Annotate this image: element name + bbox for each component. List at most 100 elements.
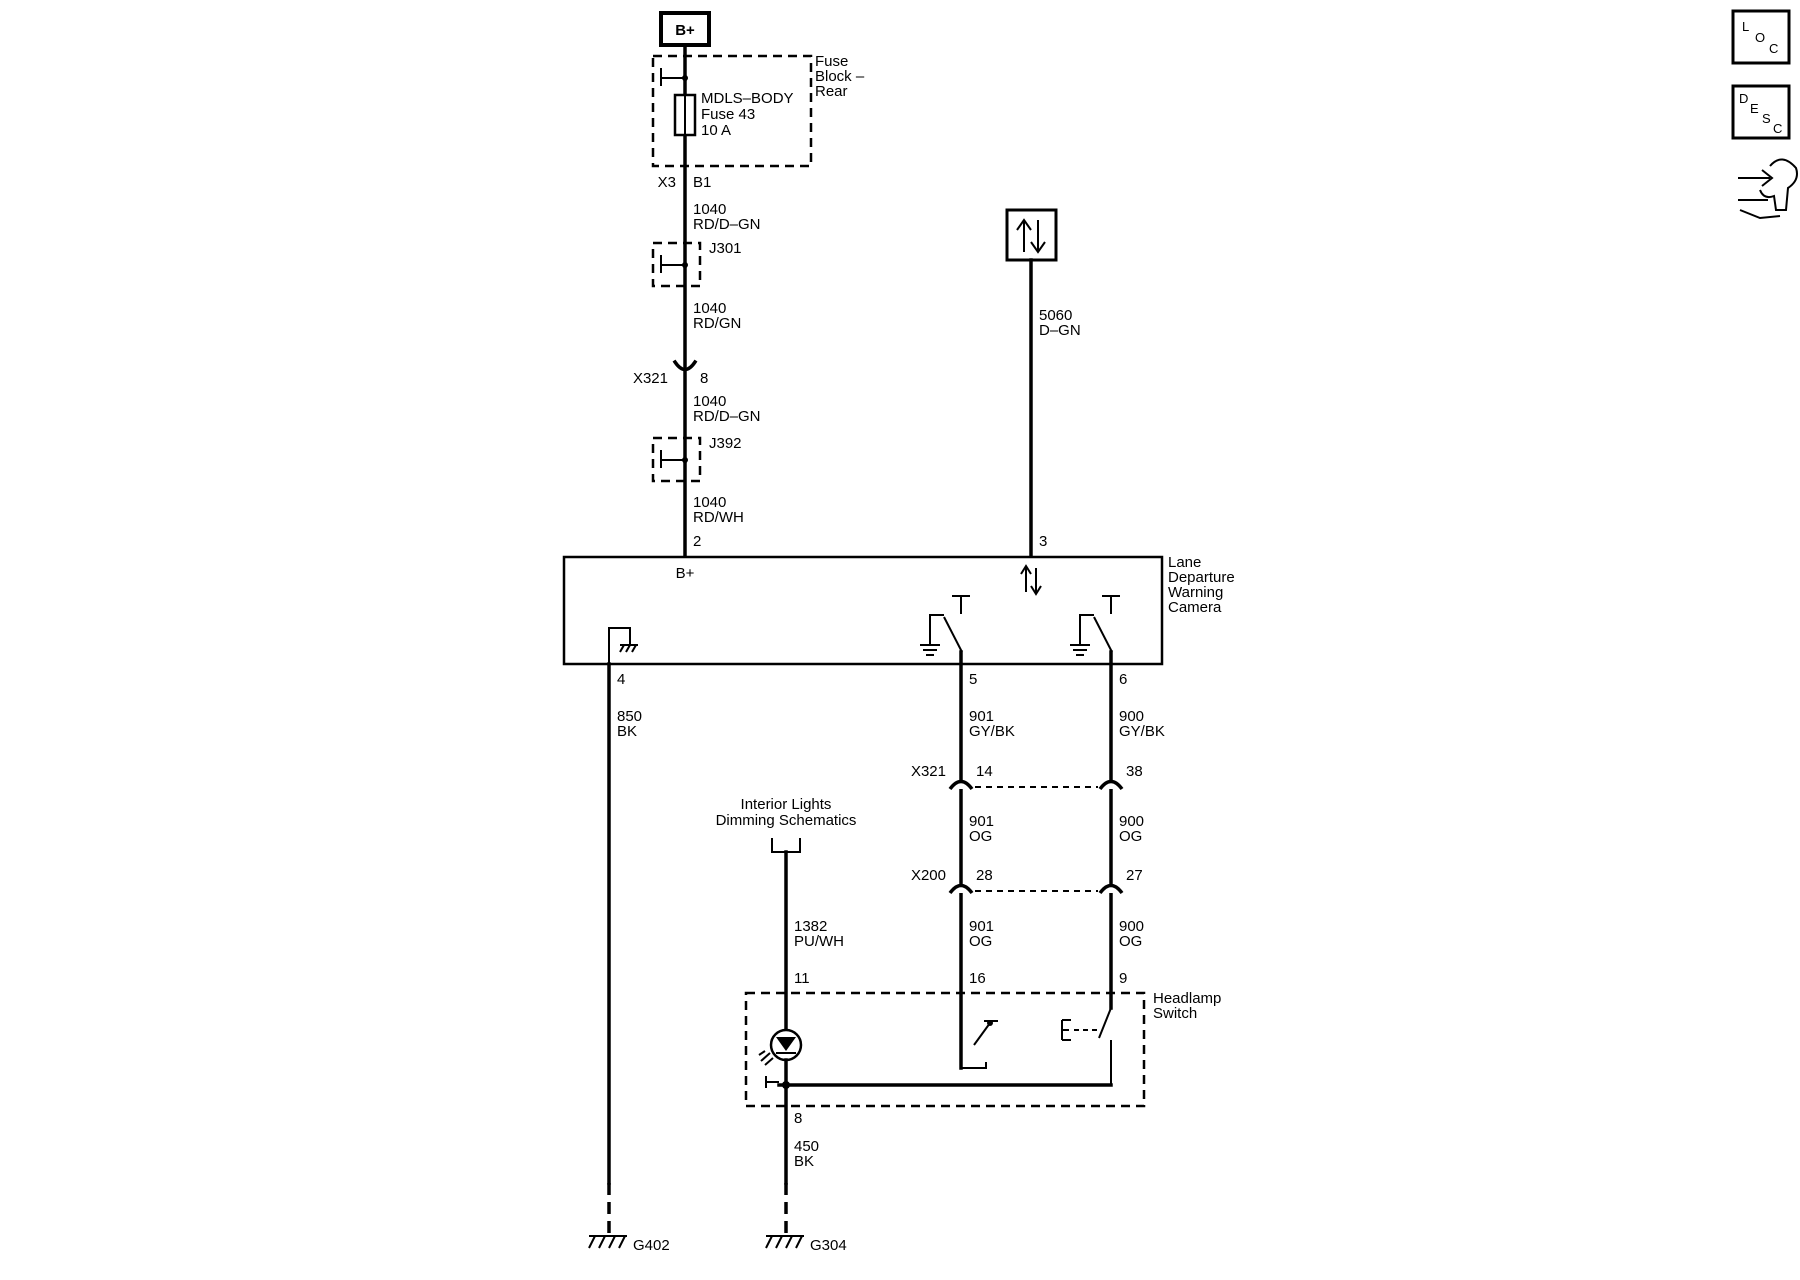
fuse-block-rear: Fuse Block – Rear MDLS–BODY Fuse 43 10 A… [651, 53, 865, 191]
svg-text:1040: 1040 [693, 393, 726, 410]
connector-x200-28: X200 28 [911, 867, 993, 895]
svg-text:900: 900 [1119, 918, 1144, 935]
svg-text:S: S [1762, 111, 1771, 126]
svg-text:OG: OG [969, 933, 992, 950]
svg-text:900: 900 [1119, 813, 1144, 830]
location-icon[interactable]: L O C [1731, 9, 1791, 65]
svg-text:901: 901 [969, 918, 994, 935]
svg-text:Dimming Schematics: Dimming Schematics [716, 812, 857, 829]
svg-text:6: 6 [1119, 671, 1127, 688]
svg-text:GY/BK: GY/BK [1119, 723, 1165, 740]
splice-j301: J301 [651, 240, 742, 288]
splice-j392: J392 [651, 435, 742, 483]
output-switch-2 [1070, 595, 1120, 656]
svg-text:RD/D–GN: RD/D–GN [693, 408, 761, 425]
svg-text:J301: J301 [709, 240, 742, 257]
svg-text:OG: OG [1119, 828, 1142, 845]
svg-text:C: C [1773, 121, 1782, 136]
svg-text:901: 901 [969, 813, 994, 830]
svg-text:MDLS–BODY: MDLS–BODY [701, 90, 794, 107]
svg-text:2: 2 [693, 533, 701, 550]
svg-text:850: 850 [617, 708, 642, 725]
battery-source: B+ [659, 11, 711, 47]
switch-contact-900 [1061, 1007, 1112, 1085]
svg-text:D–GN: D–GN [1039, 322, 1081, 339]
svg-text:Fuse 43: Fuse 43 [701, 106, 755, 123]
svg-text:1040: 1040 [693, 300, 726, 317]
svg-text:1382: 1382 [794, 918, 827, 935]
svg-text:16: 16 [969, 970, 986, 987]
svg-text:RD/GN: RD/GN [693, 315, 741, 332]
svg-text:8: 8 [700, 370, 708, 387]
svg-text:3: 3 [1039, 533, 1047, 550]
svg-text:E: E [1750, 101, 1759, 116]
svg-text:38: 38 [1126, 763, 1143, 780]
led-icon [758, 1028, 803, 1066]
svg-text:G402: G402 [633, 1237, 670, 1254]
dimming-reference: Interior Lights Dimming Schematics [716, 796, 857, 853]
svg-text:901: 901 [969, 708, 994, 725]
svg-text:5060: 5060 [1039, 307, 1072, 324]
internal-ground-icon [608, 627, 638, 664]
svg-text:Switch: Switch [1153, 1005, 1197, 1022]
svg-text:O: O [1755, 30, 1765, 45]
svg-text:B1: B1 [693, 174, 711, 191]
svg-text:5: 5 [969, 671, 977, 688]
svg-text:10 A: 10 A [701, 122, 731, 139]
svg-text:PU/WH: PU/WH [794, 933, 844, 950]
svg-text:X200: X200 [911, 867, 946, 884]
description-icon[interactable]: D E S C [1731, 84, 1791, 140]
serial-data-arrows-icon [1020, 564, 1042, 596]
svg-text:Warning: Warning [1168, 584, 1223, 601]
svg-text:BK: BK [794, 1153, 814, 1170]
ground-g402-icon: G402 [588, 1235, 670, 1254]
svg-text:9: 9 [1119, 970, 1127, 987]
headlamp-switch: Headlamp Switch [744, 990, 1221, 1108]
connector-x200-27: 27 [1098, 867, 1143, 895]
svg-text:14: 14 [976, 763, 993, 780]
svg-text:450: 450 [794, 1138, 819, 1155]
svg-text:Headlamp: Headlamp [1153, 990, 1221, 1007]
svg-text:Lane: Lane [1168, 554, 1201, 571]
diagnostic-wrench-icon[interactable] [1738, 158, 1798, 220]
svg-text:Interior Lights: Interior Lights [741, 796, 832, 813]
svg-text:L: L [1742, 19, 1749, 34]
svg-text:900: 900 [1119, 708, 1144, 725]
inline-connector-x321-8: X321 8 [633, 359, 708, 387]
lane-departure-camera: Lane Departure Warning Camera B+ [562, 554, 1235, 666]
svg-text:1040: 1040 [693, 201, 726, 218]
svg-text:Camera: Camera [1168, 599, 1222, 616]
svg-text:11: 11 [794, 970, 810, 987]
svg-text:Rear: Rear [815, 83, 848, 100]
svg-text:Block –: Block – [815, 68, 865, 85]
svg-text:C: C [1769, 41, 1778, 56]
svg-text:J392: J392 [709, 435, 742, 452]
svg-text:X3: X3 [658, 174, 676, 191]
svg-text:B+: B+ [675, 22, 695, 39]
svg-text:OG: OG [969, 828, 992, 845]
svg-text:BK: BK [617, 723, 637, 740]
svg-text:G304: G304 [810, 1237, 847, 1254]
output-switch-1 [920, 595, 970, 656]
svg-text:GY/BK: GY/BK [969, 723, 1015, 740]
svg-text:1040: 1040 [693, 494, 726, 511]
svg-text:28: 28 [976, 867, 993, 884]
svg-text:8: 8 [794, 1110, 802, 1127]
svg-text:X321: X321 [633, 370, 668, 387]
svg-text:27: 27 [1126, 867, 1143, 884]
svg-text:D: D [1739, 91, 1748, 106]
svg-text:Fuse: Fuse [815, 53, 848, 70]
svg-text:RD/WH: RD/WH [693, 509, 744, 526]
svg-text:4: 4 [617, 671, 625, 688]
serial-data-source [1005, 208, 1058, 262]
svg-text:Departure: Departure [1168, 569, 1235, 586]
svg-text:B+: B+ [676, 565, 695, 582]
switch-contact-901 [961, 1020, 998, 1069]
connector-x321-38: 38 [1098, 763, 1143, 791]
svg-text:X321: X321 [911, 763, 946, 780]
ground-g304-icon: G304 [765, 1235, 847, 1254]
svg-text:OG: OG [1119, 933, 1142, 950]
svg-text:RD/D–GN: RD/D–GN [693, 216, 761, 233]
connector-x321-14: X321 14 [911, 763, 993, 791]
